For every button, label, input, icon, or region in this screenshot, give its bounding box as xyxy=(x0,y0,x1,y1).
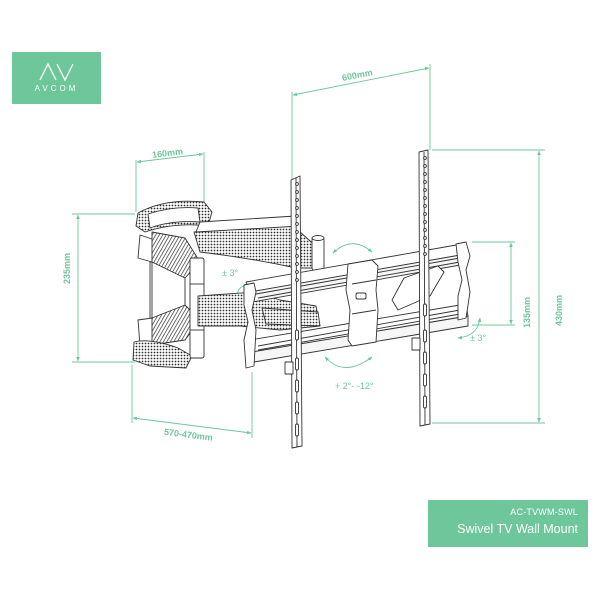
dimension-lines xyxy=(72,64,545,438)
product-title: Swivel TV Wall Mount xyxy=(457,522,578,536)
product-model: AC-TVWM-SWL xyxy=(510,507,578,517)
dim-vesa-width: 600mm xyxy=(341,67,373,83)
logo-av-mark-icon xyxy=(39,62,74,82)
angle-tilt: + 2°- -12° xyxy=(335,381,374,391)
dim-vesa-height: 430mm xyxy=(554,295,564,326)
dim-plate-depth: 160mm xyxy=(152,146,184,160)
logo-text: AVCOM xyxy=(34,84,79,93)
product-label: AC-TVWM-SWL Swivel TV Wall Mount xyxy=(428,500,588,547)
mount-line-art xyxy=(132,149,471,449)
brand-logo: AVCOM xyxy=(12,52,101,104)
angle-right-level: ± 3° xyxy=(470,333,486,343)
angle-left-level: ± 3° xyxy=(222,268,238,278)
dim-plate-height: 235mm xyxy=(62,253,72,284)
dim-rail-spacing: 135mm xyxy=(522,297,532,328)
dim-extension: 570-470mm xyxy=(163,427,213,443)
